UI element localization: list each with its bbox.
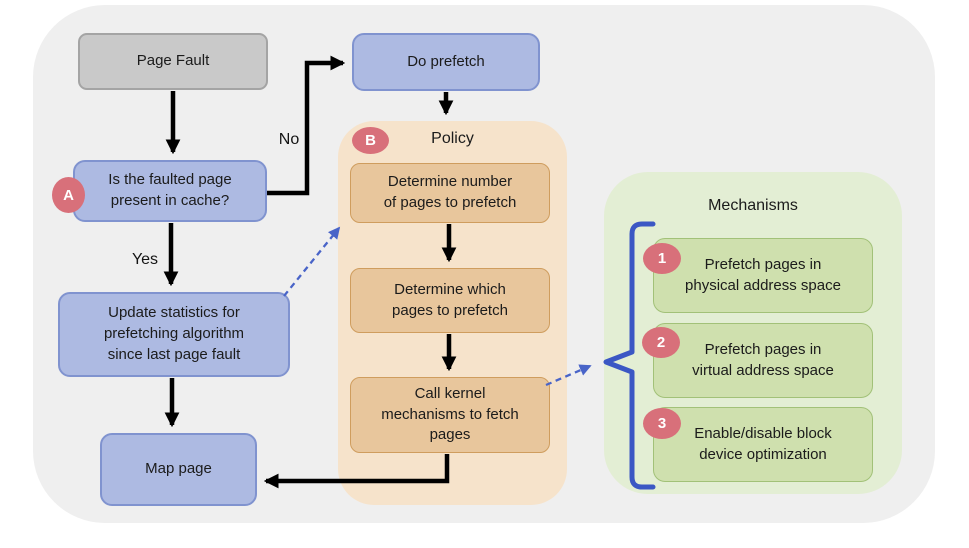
edge-label-yes: Yes [131, 251, 159, 268]
node-map-page: Map page [100, 433, 257, 506]
mechanism-item-virtual: Prefetch pages in virtual address space [653, 323, 873, 398]
node-do-prefetch: Do prefetch [352, 33, 540, 91]
node-update-statistics: Update statistics for prefetching algori… [58, 292, 290, 377]
policy-step-determine-number: Determine number of pages to prefetch [350, 163, 550, 223]
node-check-cache: Is the faulted page present in cache? [73, 160, 267, 222]
check-cache-badge: A [52, 177, 85, 213]
policy-badge: B [352, 127, 389, 154]
policy-step-determine-which: Determine which pages to prefetch [350, 268, 550, 333]
mechanism-item-block-device: Enable/disable block device optimization [653, 407, 873, 482]
mechanism-badge-2: 2 [642, 327, 680, 358]
mechanism-badge-1: 1 [643, 243, 681, 274]
policy-panel-title: Policy [431, 130, 474, 147]
node-page-fault: Page Fault [78, 33, 268, 90]
edge-label-no: No [278, 131, 300, 148]
mechanisms-panel-title: Mechanisms [708, 197, 798, 214]
policy-step-call-kernel: Call kernel mechanisms to fetch pages [350, 377, 550, 453]
mechanism-item-physical: Prefetch pages in physical address space [653, 238, 873, 313]
mechanism-badge-3: 3 [643, 408, 681, 439]
